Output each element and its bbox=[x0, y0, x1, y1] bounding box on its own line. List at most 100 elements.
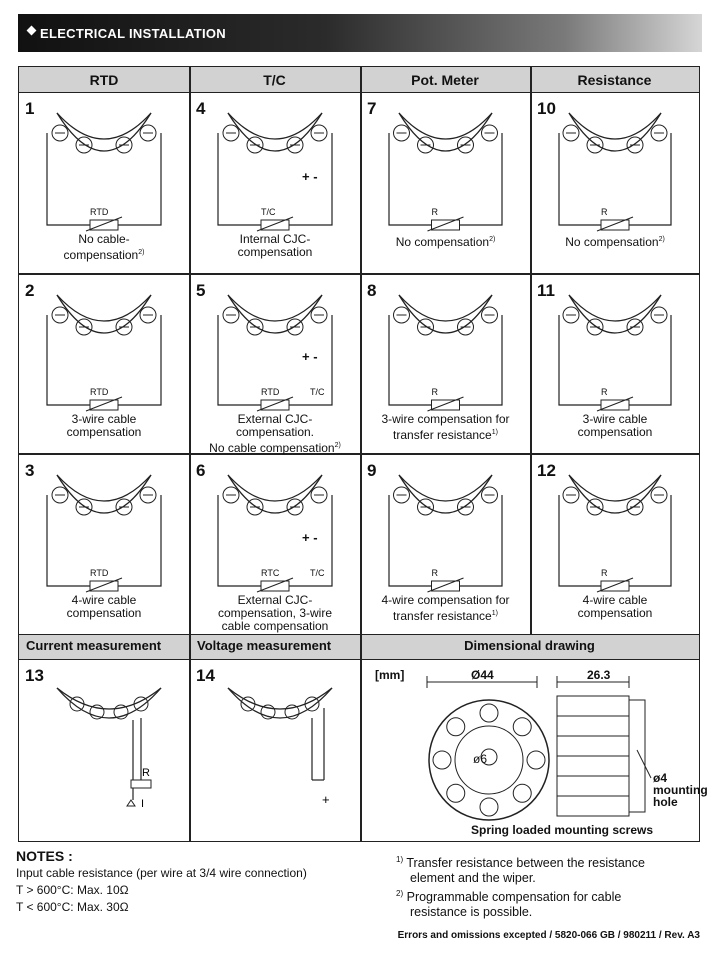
lower-header-bar bbox=[19, 634, 699, 660]
notes-line: Input cable resistance (per wire at 3/4 … bbox=[16, 866, 307, 880]
header-current: Current measurement bbox=[26, 638, 162, 653]
diagram-number: 6 bbox=[196, 461, 206, 480]
diagram-number: 13 bbox=[25, 666, 44, 685]
component-label: R bbox=[601, 207, 608, 217]
terminal-screw bbox=[479, 797, 499, 817]
polarity-label: + - bbox=[302, 349, 318, 364]
dimensional-svg bbox=[426, 676, 652, 821]
wiring-diagram bbox=[217, 294, 333, 412]
footnote-text: resistance is possible. bbox=[410, 905, 533, 920]
component-label: T/C bbox=[261, 207, 276, 217]
screws-label: Spring loaded mounting screws bbox=[471, 823, 654, 837]
footnote-text: Programmable compensation for cable bbox=[406, 890, 622, 905]
terminal-screw bbox=[446, 783, 466, 803]
wiring-diagram bbox=[388, 474, 503, 593]
diagram-caption: External CJC-compensation.No cable compe… bbox=[209, 412, 341, 455]
footnote-1: 1) Transfer resistance between the resis… bbox=[396, 852, 645, 886]
diagram-number: 2 bbox=[25, 281, 35, 300]
polarity-label: + - bbox=[302, 530, 318, 545]
cell13-r-label: R bbox=[142, 767, 150, 779]
diagram-number: 8 bbox=[367, 281, 377, 300]
diagram-number: 7 bbox=[367, 99, 377, 118]
diameter-label: Ø44 bbox=[471, 668, 494, 682]
hole-line: mounting bbox=[653, 783, 708, 797]
dimensional-drawing: [mm] Ø44 26.3 ø6 ø4 mounting hole bbox=[361, 660, 708, 841]
diagram-number: 4 bbox=[196, 99, 206, 118]
header-voltage: Voltage measurement bbox=[197, 638, 332, 653]
hole-label: ø4 mounting hole bbox=[653, 772, 708, 808]
footnote-text: element and the wiper. bbox=[410, 871, 536, 886]
component-label: RTD bbox=[261, 387, 280, 397]
footnote-2: 2) Programmable compensation for cable r… bbox=[396, 886, 621, 920]
diagram-number: 14 bbox=[196, 666, 215, 685]
divider bbox=[189, 634, 191, 841]
cell-14: 14 + bbox=[190, 660, 360, 841]
col-header-rtd: RTD bbox=[19, 67, 189, 93]
terminal-screw bbox=[512, 717, 532, 737]
component-label: R bbox=[601, 568, 608, 578]
component-label: R bbox=[431, 387, 439, 397]
divider bbox=[530, 67, 532, 634]
footnote-mark: 2) bbox=[396, 889, 404, 898]
terminal-screw bbox=[446, 717, 466, 737]
footnote-mark: 1) bbox=[396, 855, 404, 864]
notes: NOTES : Input cable resistance (per wire… bbox=[16, 848, 307, 916]
polarity-label: + - bbox=[302, 169, 318, 184]
notes-title: NOTES : bbox=[16, 848, 73, 864]
wiring-diagram bbox=[558, 294, 672, 412]
diagram-number: 11 bbox=[537, 281, 555, 300]
wiring-diagram bbox=[558, 474, 672, 593]
component-label: RTC bbox=[261, 568, 280, 578]
wiring-diagram bbox=[46, 294, 162, 412]
wiring-diagram bbox=[388, 294, 503, 412]
terminal-screw bbox=[479, 703, 499, 723]
voltage-diagram: + bbox=[227, 687, 333, 807]
terminal-screw bbox=[432, 750, 452, 770]
diagram-caption: No cable-compensation2) bbox=[63, 232, 145, 262]
cell13-i-label: I bbox=[141, 798, 144, 810]
unit-label: [mm] bbox=[375, 668, 405, 682]
divider bbox=[19, 453, 699, 455]
diagram-number: 3 bbox=[25, 461, 35, 480]
thermocouple-label: T/C bbox=[310, 387, 325, 397]
notes-line: T > 600°C: Max. 10Ω bbox=[16, 883, 129, 897]
component-label: RTD bbox=[90, 387, 109, 397]
divider bbox=[189, 67, 191, 634]
divider bbox=[360, 67, 362, 634]
footnote-text: Transfer resistance between the resistan… bbox=[406, 856, 645, 871]
wiring-diagram bbox=[46, 474, 162, 593]
terminal-screw bbox=[526, 750, 546, 770]
terminal-screw bbox=[512, 783, 532, 803]
diamond-icon bbox=[26, 25, 37, 36]
divider bbox=[360, 634, 362, 841]
divider bbox=[19, 273, 699, 275]
cell-13: 13 R I bbox=[19, 660, 189, 841]
header-dimensional: Dimensional drawing bbox=[464, 638, 595, 653]
diagram-number: 9 bbox=[367, 461, 377, 480]
hole-line: ø4 bbox=[653, 771, 668, 785]
col-header-tc: T/C bbox=[189, 67, 360, 93]
notes-line: T < 600°C: Max. 30Ω bbox=[16, 900, 129, 914]
wiring-diagram bbox=[46, 112, 162, 232]
section-banner: ELECTRICAL INSTALLATION bbox=[18, 14, 702, 52]
component-label: R bbox=[601, 387, 608, 397]
hole-line: hole bbox=[653, 795, 678, 809]
diagram-caption: No compensation2) bbox=[565, 235, 665, 249]
height-label: 26.3 bbox=[587, 668, 611, 682]
component-label: R bbox=[431, 207, 439, 217]
